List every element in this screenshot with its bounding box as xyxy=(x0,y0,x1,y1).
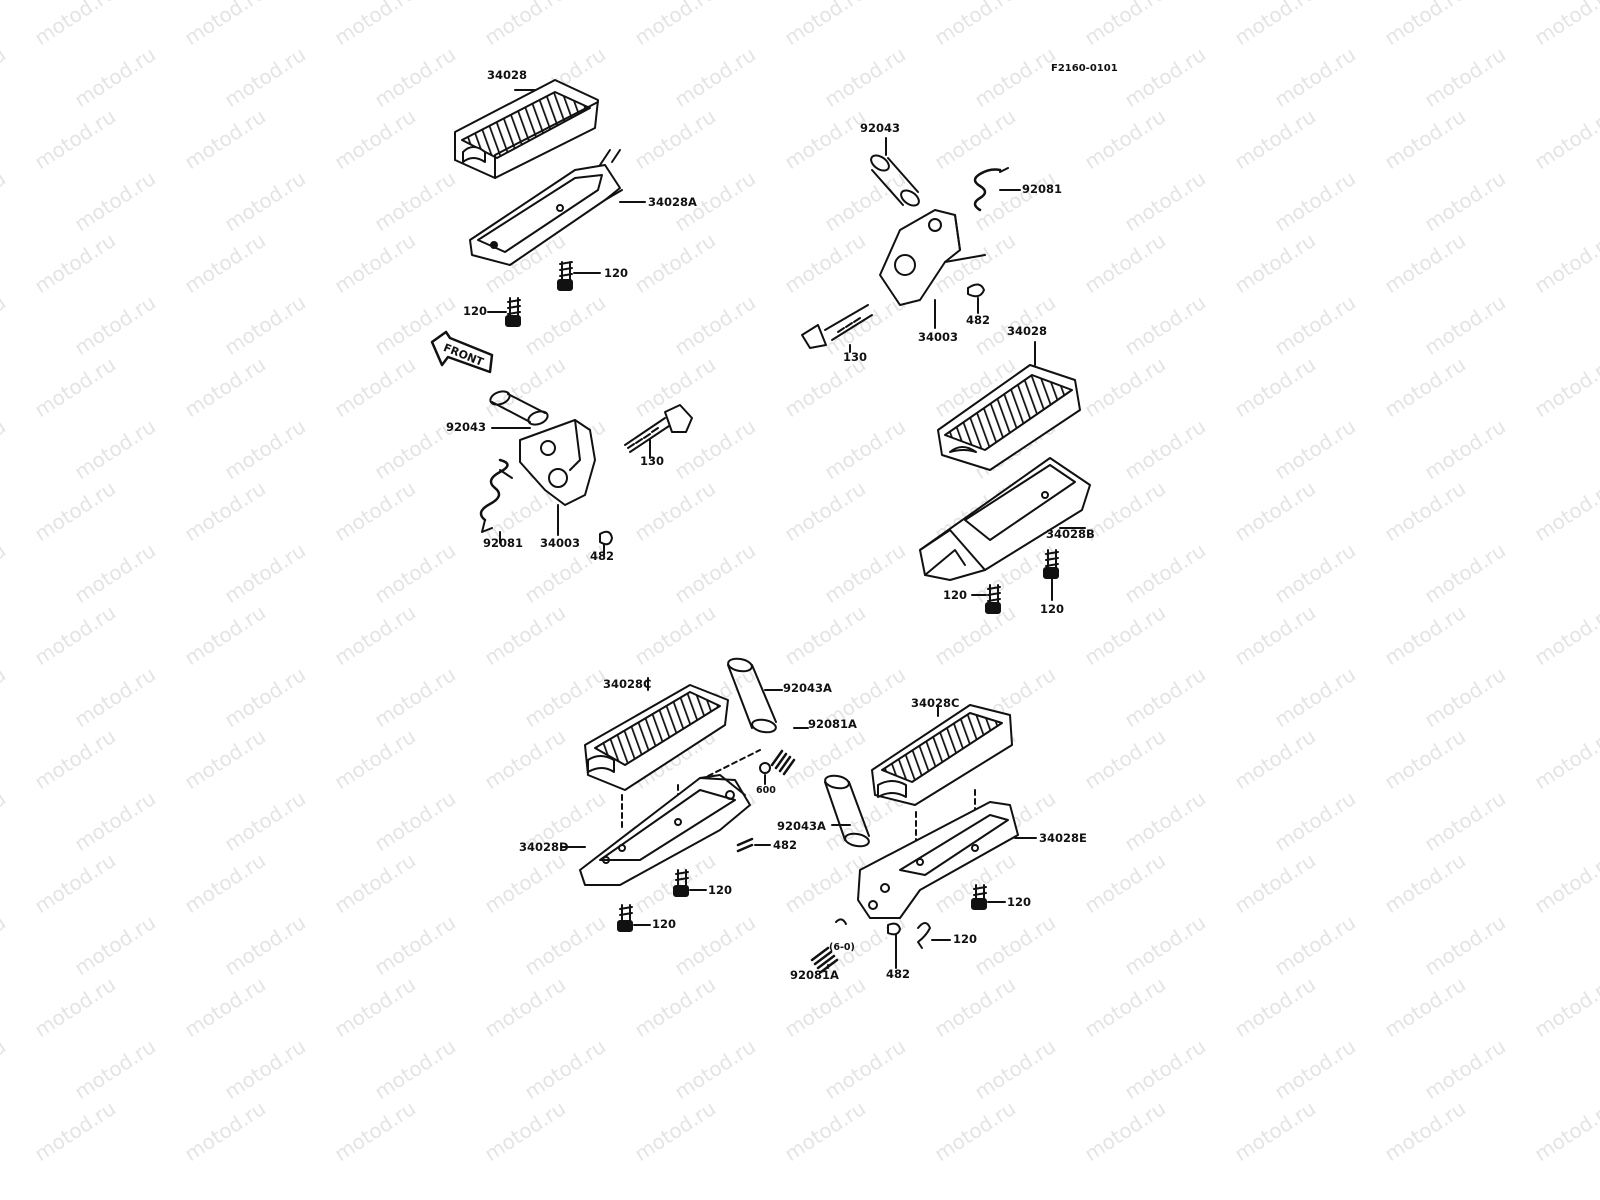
callout-92043A: 92043A xyxy=(783,681,832,695)
callout-120: 120 xyxy=(1040,602,1065,616)
spring-drawing xyxy=(973,167,1021,212)
callout-34028: 34028 xyxy=(487,68,528,82)
clip-drawing xyxy=(736,837,771,853)
bolt-drawing xyxy=(971,884,1006,910)
figure-id: F2160-0101 xyxy=(1051,63,1118,74)
pin-drawing xyxy=(489,390,549,426)
clip-drawing xyxy=(599,530,613,556)
callout-130: 130 xyxy=(640,454,665,468)
callout-600: 600 xyxy=(756,785,776,796)
top-left-assembly xyxy=(430,79,693,556)
pin-drawing xyxy=(870,137,920,207)
callout-92081A: 92081A xyxy=(790,968,839,982)
pin-drawing xyxy=(727,657,783,734)
ball-drawing xyxy=(759,762,771,785)
bracket-bolt-drawing xyxy=(801,304,873,353)
bottom-left-assembly xyxy=(561,657,809,932)
footpeg-rubber-drawing xyxy=(584,677,729,791)
callout-34028E: 34028E xyxy=(1039,831,1087,845)
callout-120: 120 xyxy=(953,932,978,946)
callout-92081A: 92081A xyxy=(808,717,857,731)
callout-92043A: 92043A xyxy=(777,819,826,833)
callout-482: 482 xyxy=(590,549,615,563)
spring-drawing xyxy=(479,458,513,533)
callout-120: 120 xyxy=(943,588,968,602)
callout-34003: 34003 xyxy=(918,330,959,344)
bolt-drawing xyxy=(1043,549,1059,601)
bolt-drawing xyxy=(617,904,651,932)
callout-34028B: 34028B xyxy=(1046,527,1095,541)
callout-92043: 92043 xyxy=(446,420,487,434)
bottom-right-assembly xyxy=(810,704,1037,974)
footpeg-rubber-drawing xyxy=(937,341,1081,471)
callout-120: 120 xyxy=(708,883,733,897)
bolt-drawing xyxy=(487,297,521,327)
callout-ball-note: (6-0) xyxy=(829,942,855,953)
callout-92081: 92081 xyxy=(483,536,524,550)
callout-92081: 92081 xyxy=(1022,182,1063,196)
bolt-drawing xyxy=(673,869,707,897)
callout-482: 482 xyxy=(773,838,798,852)
callout-34028C: 34028C xyxy=(603,677,652,691)
pin-drawing xyxy=(824,774,870,848)
callout-130: 130 xyxy=(843,350,868,364)
callout-120: 120 xyxy=(463,304,488,318)
bracket-drawing xyxy=(519,419,596,506)
spring-drawing xyxy=(770,727,809,776)
footpeg-drawing xyxy=(561,774,751,886)
top-right-assembly xyxy=(801,137,1091,614)
callout-34028D: 34028D xyxy=(519,840,569,854)
bracket-drawing xyxy=(879,209,986,306)
callout-120: 120 xyxy=(1007,895,1032,909)
callout-482: 482 xyxy=(966,313,991,327)
callout-92043: 92043 xyxy=(860,121,901,135)
callout-34028C: 34028C xyxy=(911,696,960,710)
bolt-drawing xyxy=(971,584,1001,614)
front-arrow-icon xyxy=(430,330,494,374)
bracket-bolt-drawing xyxy=(624,404,693,459)
footpeg-drawing xyxy=(919,457,1091,581)
footpeg-drawing xyxy=(469,149,623,266)
clip-drawing xyxy=(887,922,901,969)
bolt-drawing xyxy=(557,261,601,291)
callout-34028A: 34028A xyxy=(648,195,697,209)
clip-drawing xyxy=(967,283,985,314)
callout-120: 120 xyxy=(652,917,677,931)
callout-120: 120 xyxy=(604,266,629,280)
footpeg-rubber-drawing xyxy=(454,79,599,179)
footpeg-drawing xyxy=(857,801,1037,919)
callout-482: 482 xyxy=(886,967,911,981)
callout-34003: 34003 xyxy=(540,536,581,550)
bolt-drawing xyxy=(917,922,951,949)
spring-drawing xyxy=(810,946,839,974)
callout-34028: 34028 xyxy=(1007,324,1048,338)
footpeg-rubber-drawing xyxy=(871,704,1013,806)
